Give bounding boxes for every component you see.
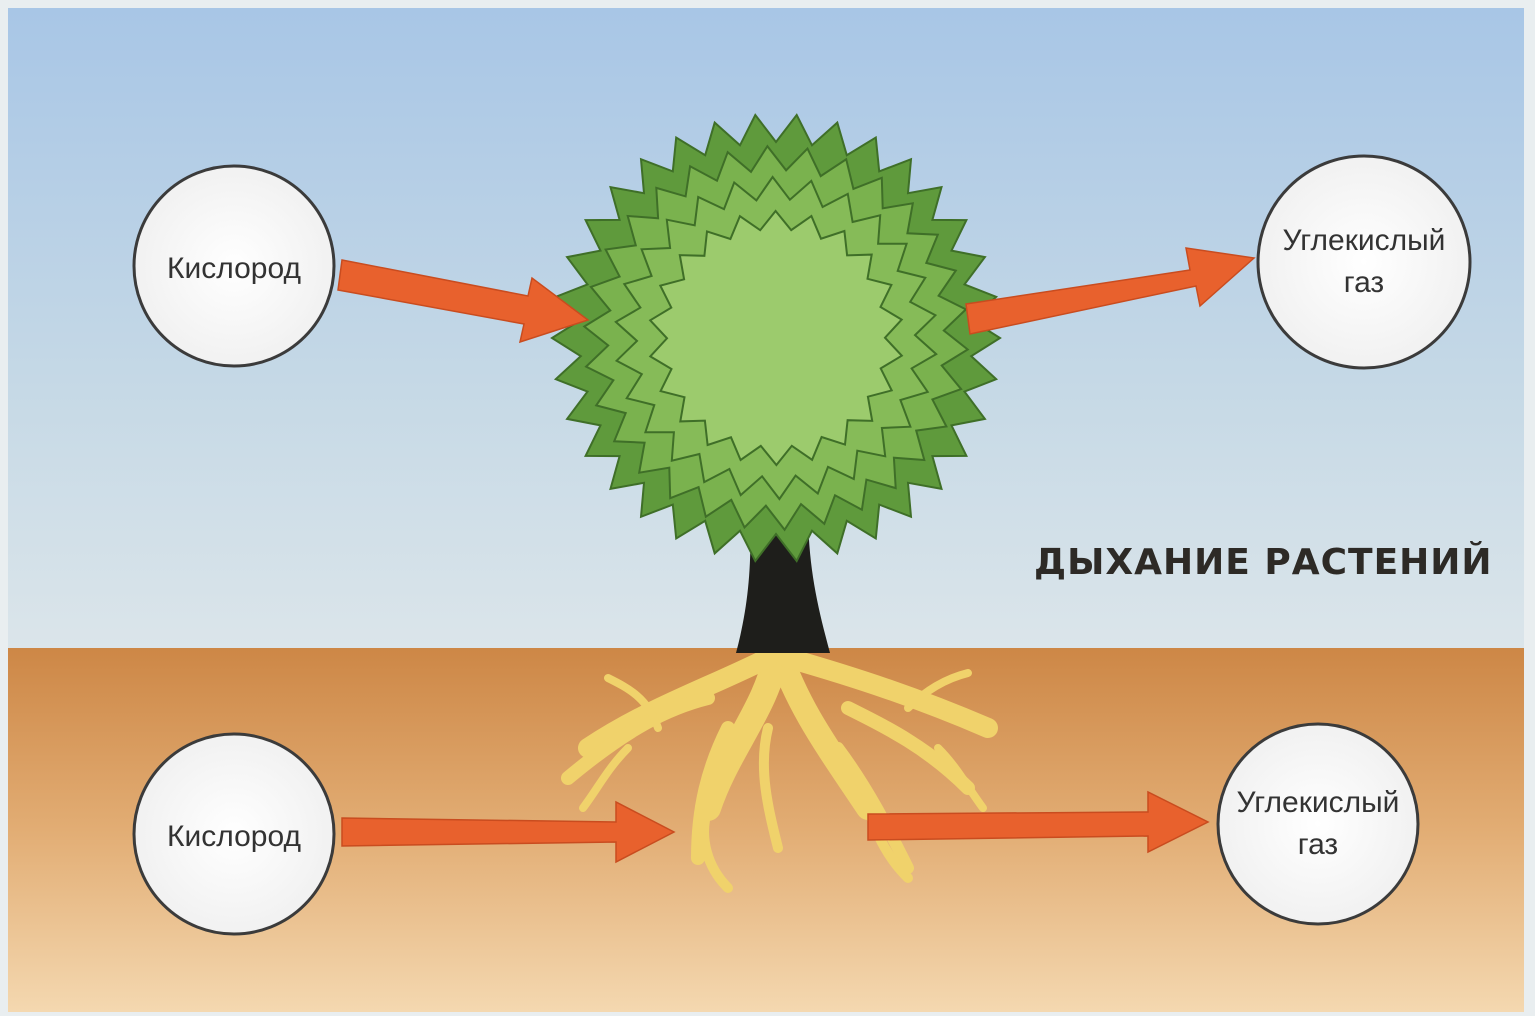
bubble-bottom-right: Углекислый газ	[1218, 724, 1418, 924]
bubble-bottom-left-line-1: Кислород	[167, 820, 301, 853]
bubble-top-right-line-2: газ	[1344, 266, 1384, 299]
bubble-top-left: Кислород	[134, 166, 334, 366]
bubble-top-left-line-1: Кислород	[167, 252, 301, 285]
bubble-bottom-left: Кислород	[134, 734, 334, 934]
bubble-bottom-right-line-1: Углекислый	[1237, 786, 1400, 819]
bubble-top-right: Углекислый газ	[1258, 156, 1470, 368]
bubble-top-right-line-1: Углекислый	[1283, 224, 1446, 257]
plant-respiration-diagram: Кислород Углекислый газ Кислород Углекис…	[8, 8, 1524, 1012]
diagram-frame: Кислород Углекислый газ Кислород Углекис…	[8, 8, 1524, 1012]
bubble-bottom-right-line-2: газ	[1298, 828, 1338, 861]
diagram-title: ДЫХАНИЕ РАСТЕНИЙ	[1034, 541, 1493, 583]
